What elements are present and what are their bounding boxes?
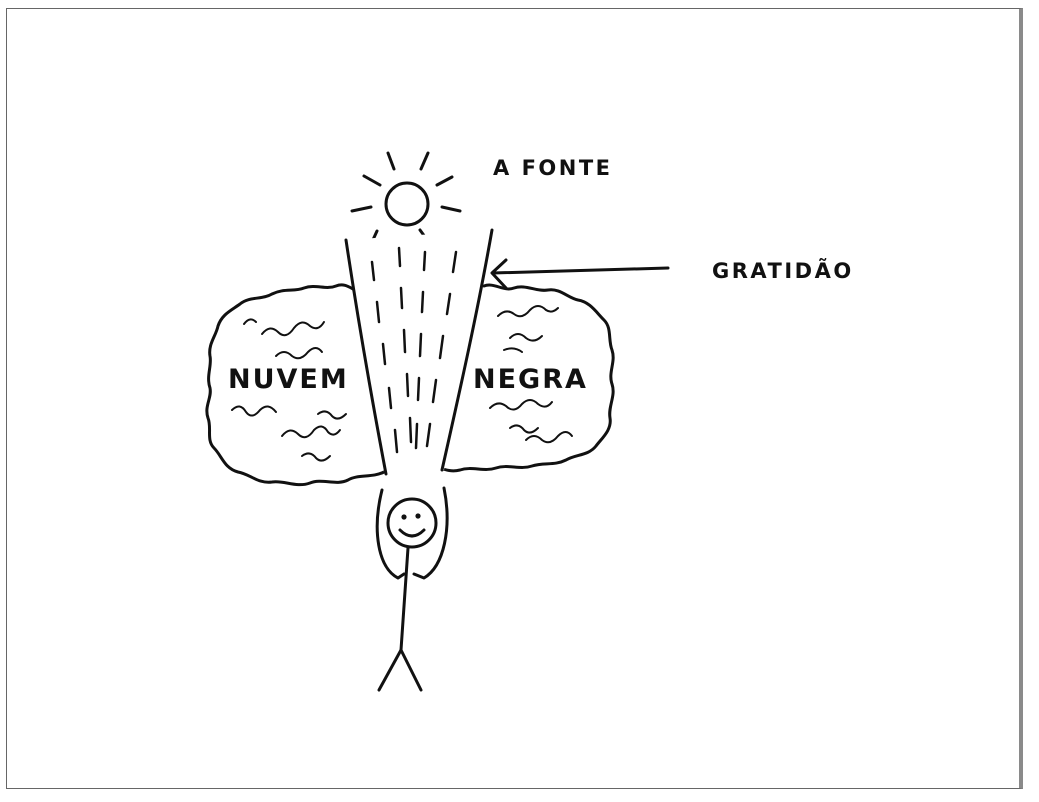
sun-icon <box>350 151 462 244</box>
dark-cloud <box>205 283 615 487</box>
label-gratitude: GRATIDÃO <box>712 259 854 283</box>
label-source: A FONTE <box>493 156 613 180</box>
label-cloud-left: NUVEM <box>228 364 349 395</box>
label-cloud-right: NEGRA <box>473 364 588 395</box>
light-beam <box>344 228 494 476</box>
arrow-icon <box>490 258 670 290</box>
stick-figure <box>375 486 449 692</box>
slide-frame <box>6 8 1023 789</box>
